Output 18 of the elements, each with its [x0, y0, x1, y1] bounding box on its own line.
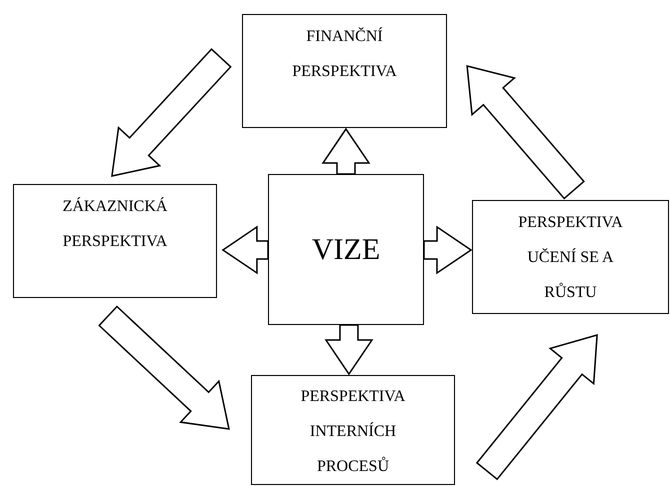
block-arrow: [324, 324, 374, 376]
block-arrow: [476, 334, 598, 480]
perspective-box: [13, 184, 217, 298]
block-arrow: [322, 128, 370, 175]
block-arrow: [111, 48, 232, 177]
block-arrow: [222, 226, 269, 274]
perspective-box: [472, 200, 669, 314]
perspective-box: [251, 375, 455, 485]
box-label: VIZE: [312, 232, 380, 268]
box-label: PERSPEKTIVA INTERNÍCH PROCESŮ: [300, 387, 406, 477]
box-label: PERSPEKTIVA UČENÍ SE A RŮSTU: [517, 213, 624, 303]
perspective-box: [242, 14, 447, 128]
perspective-box: [268, 174, 424, 325]
box-label: ZÁKAZNICKÁ PERSPEKTIVA: [62, 196, 168, 252]
block-arrow: [466, 65, 585, 200]
block-arrow: [423, 226, 472, 274]
box-label: FINANČNÍ PERSPEKTIVA: [291, 26, 398, 82]
block-arrow: [98, 305, 230, 430]
